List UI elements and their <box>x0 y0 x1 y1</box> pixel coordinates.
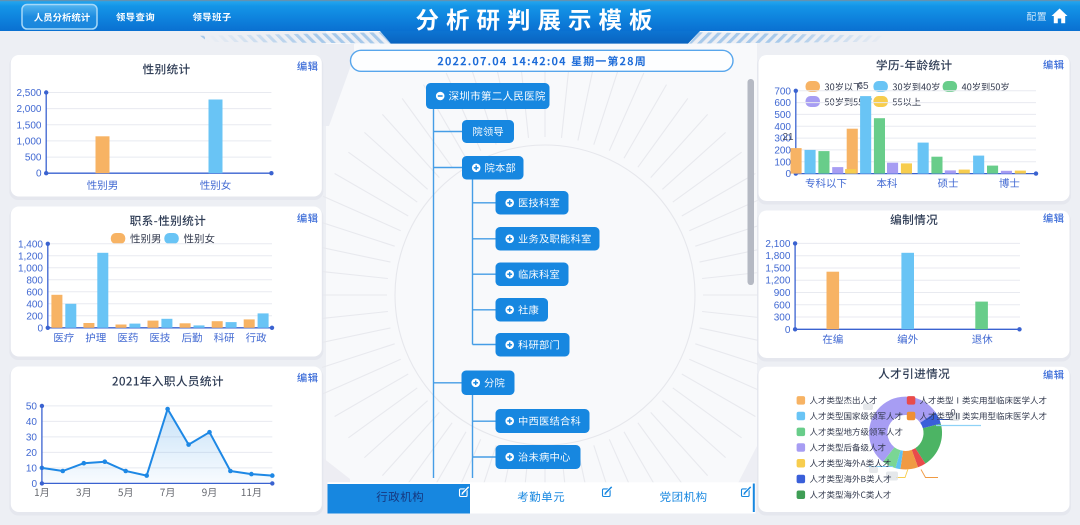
svg-text:900: 900 <box>774 288 791 299</box>
svg-text:2,000: 2,000 <box>16 104 41 115</box>
svg-text:1,500: 1,500 <box>765 264 790 275</box>
svg-text:200: 200 <box>774 145 791 156</box>
svg-text:500: 500 <box>774 110 791 121</box>
svg-text:1,800: 1,800 <box>765 251 790 262</box>
svg-text:1,000: 1,000 <box>18 263 43 274</box>
svg-text:40: 40 <box>26 417 38 428</box>
svg-text:30: 30 <box>26 432 38 443</box>
svg-text:800: 800 <box>26 275 43 286</box>
svg-text:600: 600 <box>26 287 43 298</box>
svg-text:200: 200 <box>26 311 43 322</box>
svg-text:20: 20 <box>26 448 38 459</box>
svg-text:21: 21 <box>782 132 794 143</box>
svg-text:0: 0 <box>785 169 791 180</box>
svg-text:300: 300 <box>774 134 791 145</box>
svg-text:300: 300 <box>774 313 791 324</box>
svg-text:0: 0 <box>37 323 43 334</box>
svg-text:1,400: 1,400 <box>18 239 43 250</box>
svg-text:600: 600 <box>774 98 791 109</box>
svg-text:65: 65 <box>857 81 869 92</box>
svg-text:0: 0 <box>950 408 955 418</box>
svg-text:0: 0 <box>785 325 791 336</box>
svg-text:400: 400 <box>774 122 791 133</box>
svg-text:50: 50 <box>26 401 38 412</box>
svg-text:1,200: 1,200 <box>18 251 43 262</box>
svg-text:600: 600 <box>774 300 791 311</box>
svg-text:2,500: 2,500 <box>16 88 41 99</box>
svg-text:1,000: 1,000 <box>16 136 41 147</box>
svg-text:0: 0 <box>36 169 42 180</box>
svg-text:400: 400 <box>26 299 43 310</box>
svg-text:500: 500 <box>25 153 42 164</box>
svg-text:10: 10 <box>26 463 38 474</box>
svg-text:2,100: 2,100 <box>765 239 790 250</box>
svg-text:100: 100 <box>774 157 791 168</box>
svg-text:700: 700 <box>774 86 791 97</box>
svg-text:1,200: 1,200 <box>765 276 790 287</box>
svg-text:1,500: 1,500 <box>16 120 41 131</box>
svg-text:0: 0 <box>31 479 37 490</box>
